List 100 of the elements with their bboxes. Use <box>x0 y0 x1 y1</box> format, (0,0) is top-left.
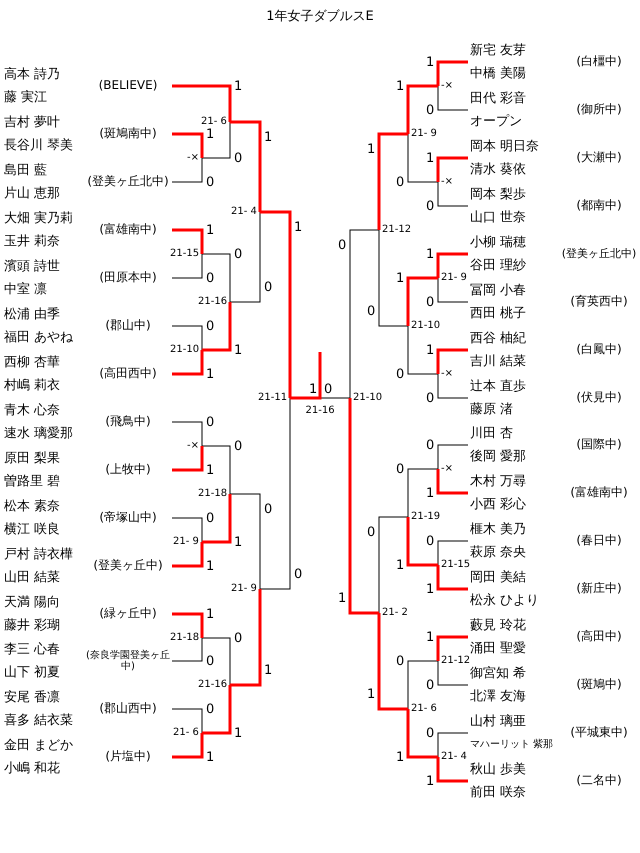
match-result: 21-10 <box>411 321 440 331</box>
school-name: (斑鳩南中) <box>98 127 158 141</box>
match-result: 21-19 <box>411 512 440 522</box>
score: 0 <box>367 526 376 538</box>
match-result: 21- 4 <box>441 752 467 762</box>
player-name: マハーリット 紫那 <box>470 738 554 752</box>
school-name: (国際中) <box>575 438 623 452</box>
score: 0 <box>396 368 404 380</box>
score: 0 <box>338 238 346 252</box>
match-result: -× <box>441 177 453 187</box>
match-result: 21-10 <box>353 393 382 403</box>
score: 1 <box>206 224 214 236</box>
school-name: (登美ヶ丘北中) <box>86 175 170 189</box>
player-name: 岡本 梨歩 <box>470 186 528 204</box>
player-name: 青木 心奈 <box>4 402 62 420</box>
score: 0 <box>234 248 242 260</box>
score: 0 <box>206 176 214 188</box>
score: 0 <box>206 512 214 524</box>
school-name: (春日中) <box>575 534 623 548</box>
school-name: (白橿中) <box>575 55 623 69</box>
score: 0 <box>264 280 272 294</box>
score: 1 <box>206 128 214 140</box>
score: 0 <box>234 152 242 164</box>
score: 1 <box>234 726 242 740</box>
score: 1 <box>206 464 214 476</box>
player-name: 速水 璃愛那 <box>4 425 74 443</box>
school-name: (平城東中) <box>569 726 629 740</box>
score: 1 <box>426 344 434 356</box>
score: 1 <box>396 272 404 284</box>
school-name: (帝塚山中) <box>98 511 158 525</box>
player-name: 李三 心春 <box>4 641 62 659</box>
match-result: -× <box>441 369 453 379</box>
match-result: 21-11 <box>258 393 288 403</box>
score: 1 <box>264 130 272 144</box>
match-result: 21- 4 <box>231 207 257 217</box>
player-name: 小嶋 和花 <box>4 760 62 778</box>
player-name: 新宅 友芽 <box>470 42 528 60</box>
player-name: 岡本 明日奈 <box>470 138 540 156</box>
score: 0 <box>426 438 434 452</box>
player-name: 金田 まどか <box>4 737 74 755</box>
player-name: 西柳 杏華 <box>4 354 62 372</box>
school-name: (登美ヶ丘北中) <box>560 248 638 260</box>
school-name: (上牧中) <box>104 463 152 477</box>
player-name: 玉井 莉奈 <box>4 233 62 251</box>
match-result: 21- 9 <box>231 584 257 594</box>
score: 1 <box>234 536 242 548</box>
score: 0 <box>426 392 434 404</box>
score: 0 <box>396 462 404 476</box>
score: 0 <box>426 726 434 740</box>
player-name: 藤 実江 <box>4 89 48 107</box>
player-name: 天満 陽向 <box>4 594 62 612</box>
player-name: 村嶋 莉衣 <box>4 377 62 395</box>
match-result: 21-16 <box>198 680 228 690</box>
match-result: 21-15 <box>170 249 200 259</box>
score: 1 <box>426 774 434 788</box>
player-name: 片山 恵那 <box>4 185 62 203</box>
player-name: 高本 詩乃 <box>4 66 62 84</box>
score: 1 <box>426 486 434 500</box>
school-name: (大瀬中) <box>575 151 623 165</box>
player-name: 清水 葵依 <box>470 161 528 179</box>
player-name: 小西 彩心 <box>470 496 528 514</box>
match-result: 21-12 <box>441 656 470 666</box>
player-name: 前田 咲奈 <box>470 784 528 802</box>
school-name: (高田西中) <box>98 367 158 381</box>
match-result: 21- 9 <box>411 129 437 139</box>
score: 1 <box>367 142 376 156</box>
score: 0 <box>206 654 214 668</box>
school-name: (郡山中) <box>104 319 152 333</box>
player-name: 冨岡 小春 <box>470 282 528 300</box>
score: 0 <box>206 702 214 716</box>
match-result: 21- 2 <box>382 608 408 618</box>
player-name: 安尾 香凛 <box>4 689 62 707</box>
score: 0 <box>426 678 434 692</box>
school-name: (富雄南中) <box>569 486 629 500</box>
player-name: 松永 ひより <box>470 592 540 610</box>
school-name: (緑ヶ丘中) <box>98 607 158 621</box>
school-name: (登美ヶ丘中) <box>92 559 164 573</box>
score: 1 <box>426 248 434 260</box>
player-name: 曽路里 碧 <box>4 472 62 491</box>
score: 0 <box>264 502 272 516</box>
school-name: (BELIEVE) <box>98 79 158 93</box>
score: 1 <box>206 368 214 380</box>
score: 1 <box>426 152 434 164</box>
school-name: (郡山西中) <box>98 702 158 716</box>
match-result: 21-12 <box>382 225 412 235</box>
player-name: 福田 あやね <box>4 329 74 347</box>
player-name: 濱頭 詩世 <box>4 258 62 276</box>
match-result: 21-16 <box>198 297 228 307</box>
player-name: 吉川 結菜 <box>470 353 528 371</box>
match-result: 21- 9 <box>173 537 199 547</box>
score: 1 <box>338 592 346 604</box>
score: 0 <box>426 296 434 308</box>
player-name: 辻本 直歩 <box>470 378 528 396</box>
school-name: (都南中) <box>575 199 623 213</box>
score: 0 <box>396 654 404 668</box>
score: 0 <box>206 320 214 332</box>
player-name: オープン <box>470 113 523 131</box>
match-result: -× <box>441 464 453 474</box>
player-name: 藤原 渚 <box>470 401 514 419</box>
score: 0 <box>426 534 434 548</box>
